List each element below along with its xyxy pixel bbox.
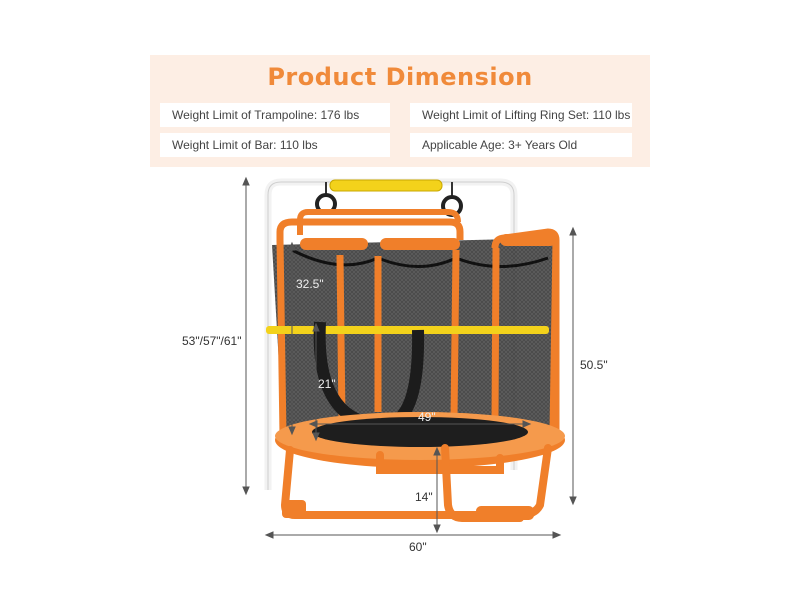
spec-applicable-age: Applicable Age: 3+ Years Old [410,133,632,157]
middle-bar [266,326,549,334]
spec-bar-weight: Weight Limit of Bar: 110 lbs [160,133,390,157]
dimension-leg-height: 14" [415,490,433,504]
dimension-info-panel: Product Dimension Weight Limit of Trampo… [150,55,650,167]
dimension-jump-diameter: 49" [418,410,436,424]
dimension-overall-width: 60" [409,540,427,554]
dimension-net-height: 32.5" [296,277,324,291]
page-title: Product Dimension [267,63,533,91]
spec-trampoline-weight: Weight Limit of Trampoline: 176 lbs [160,103,390,127]
dimension-frame-height: 50.5" [580,358,608,372]
dimension-inner-height: 21" [318,377,336,391]
spec-ring-weight: Weight Limit of Lifting Ring Set: 110 lb… [410,103,632,127]
dimension-height-adjustable: 53"/57"/61" [182,334,242,348]
hanging-bar [329,179,443,192]
